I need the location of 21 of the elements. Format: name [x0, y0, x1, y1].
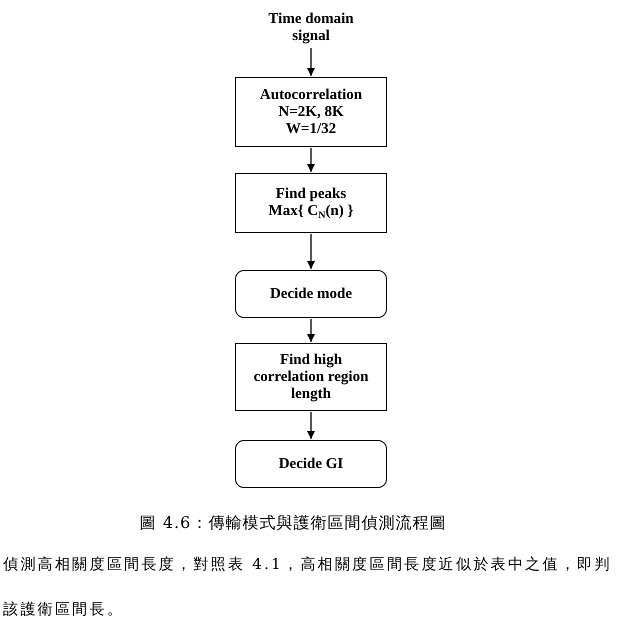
arrow [307, 412, 315, 439]
box-text: Decide mode [270, 286, 352, 302]
rounded-process-box [235, 440, 387, 488]
box-text: Decide GI [278, 456, 344, 472]
arrow [307, 319, 315, 342]
box-text: Find high correlation region length [252, 352, 370, 402]
figure-caption: 圖 4.6：傳輸模式與護衛區間偵測流程圖 [138, 513, 448, 534]
box-text: Find peaks [276, 186, 346, 203]
arrow [307, 48, 315, 76]
rounded-process-box [235, 270, 387, 318]
process-box [235, 173, 387, 233]
arrow [307, 234, 315, 269]
process-box [235, 343, 387, 411]
arrow [307, 148, 315, 172]
input-label: Time domain signal [267, 11, 355, 45]
box-text: Max{ C$_{N}$(n) } [268, 203, 354, 220]
box-text: Autocorrelation [260, 86, 362, 104]
box-text: W=1/32 [286, 120, 336, 138]
box-text: N=2K, 8K [278, 104, 344, 120]
process-box [235, 77, 387, 147]
body-paragraph: 偵測高相關度區間長度，對照表 4.1，高相關度區間長度近似於表中之值，即判該護衛區間長。 [3, 554, 613, 620]
